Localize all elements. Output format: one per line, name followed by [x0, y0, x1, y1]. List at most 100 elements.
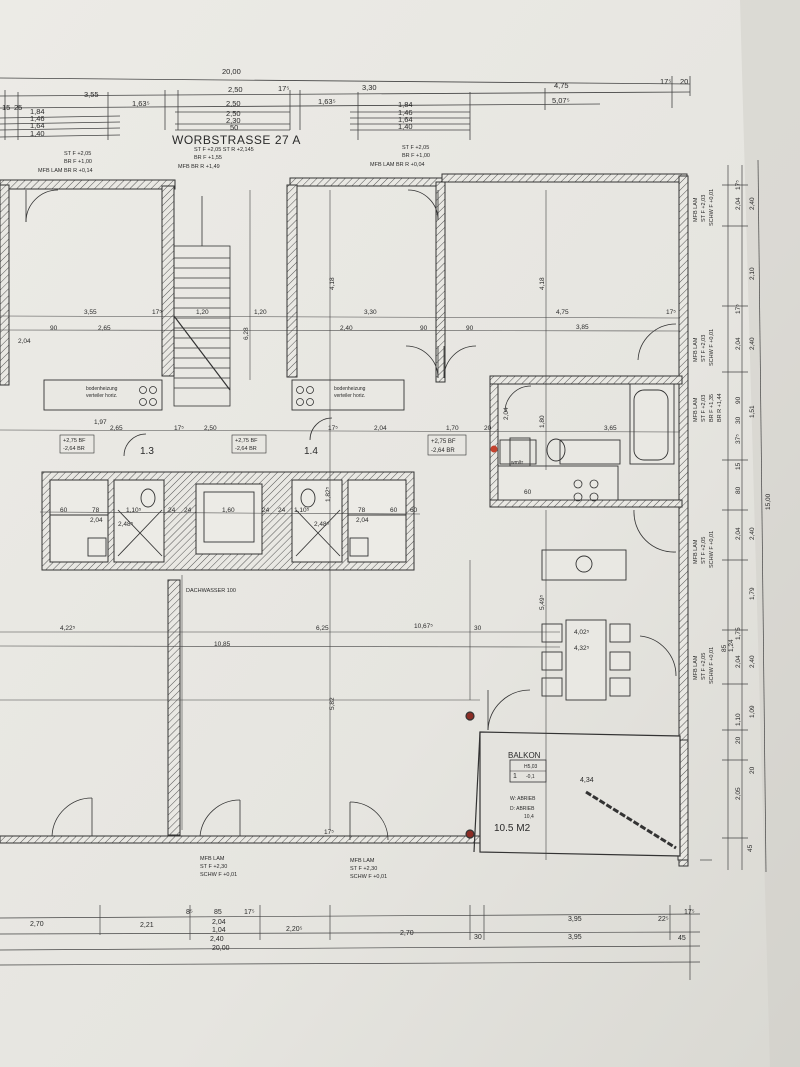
idim-24: 3,65 — [604, 425, 617, 432]
spec-r1-2: ST F +2,03 — [701, 195, 707, 222]
bdim-15: 45 — [678, 935, 686, 942]
spec-r3-1: MFB LAM — [693, 397, 699, 422]
idim-40: 2,04 — [356, 517, 369, 524]
dim-top-10: 1,63⁵ — [132, 99, 150, 108]
rdim-21: 1,10 — [735, 713, 742, 726]
spec-top-left-2: BR F +1,00 — [64, 159, 92, 165]
idim-10: 2,04 — [18, 338, 31, 345]
rdim-7: 1,51 — [749, 405, 756, 418]
label-heat1-a: bodenheizung — [86, 386, 118, 392]
bottom-dimension-lines — [0, 905, 701, 980]
idim-39: 60 — [410, 507, 418, 514]
label-heat1-b: verteiler horiz. — [86, 393, 117, 399]
wall-bath-left — [489, 383, 499, 505]
dim-top-12: 1,63⁵ — [318, 97, 336, 106]
idim-50: 5,49⁵ — [539, 594, 546, 610]
rdim-16: 2,04 — [735, 655, 742, 668]
idim-37: 1,10⁵ — [294, 507, 310, 514]
idim-20: 1,70 — [446, 425, 459, 432]
rdim-3: 2,10 — [749, 267, 756, 280]
idim-22: 2,04 — [503, 407, 510, 420]
idim-26: 17⁵ — [328, 425, 338, 432]
furniture — [541, 549, 631, 701]
spec-b1-3: SCHW F +0,01 — [200, 872, 237, 878]
rdim-13: 2,04 — [735, 527, 742, 540]
wall-left-room — [0, 184, 10, 386]
idim-47: 6,25 — [316, 625, 329, 632]
balcony-legend-h: 10,4 — [524, 814, 534, 820]
label-dachwasser: DACHWASSER 100 — [186, 588, 236, 594]
spec-r5-3: SCHW F +0,01 — [709, 647, 715, 684]
idim-52: 17⁵ — [666, 309, 676, 316]
dim-top-13: 5,07⁵ — [552, 96, 570, 105]
wall-stair-right — [286, 184, 298, 378]
rdim-24: 20 — [749, 766, 756, 774]
balcony-label: BALKON — [508, 751, 541, 760]
idim-19: 6,28 — [243, 327, 250, 340]
balcony-legend-w: W: ABRIEB — [510, 796, 536, 802]
idim-8: 90 — [50, 325, 58, 332]
wall-stair-left — [161, 185, 175, 377]
wall-right — [678, 175, 689, 867]
wall-top-mid — [289, 177, 443, 187]
spec-top-mid-2: BR F +1,55 — [194, 155, 222, 161]
staircase — [173, 196, 231, 407]
right-dim-labels: 17⁵ 2,04 2,40 2,10 17⁵ 2,04 2,40 1,51 90… — [721, 180, 772, 852]
balcony-legend-top: H5,03 — [524, 764, 538, 770]
spec-r3-2: ST F +2,03 — [701, 395, 707, 422]
dim-top-11: 2,50 — [226, 99, 241, 108]
level-box-1 — [59, 434, 95, 454]
spec-top-right-3: MFB LAM BR R +0,04 — [370, 162, 425, 168]
rdim-10: 37⁵ — [735, 434, 742, 444]
label-stair: 1.3 — [140, 446, 154, 457]
idim-31: 1,10⁵ — [126, 507, 142, 514]
idim-41: 2,48⁵ — [118, 521, 134, 528]
idim-35: 24 — [262, 507, 270, 514]
spec-top-right-2: BR F +1,00 — [402, 153, 430, 159]
rdim-11: 15 — [735, 462, 742, 470]
window-specs: ST F +2,05 BR F +1,00 MFB LAM BR R +0,14… — [38, 145, 430, 174]
bdim-8: 22⁵ — [658, 916, 669, 923]
spec-top-mid-1: ST F +2,05 ST R +2,145 — [194, 147, 254, 153]
spec-r2-2: ST F +2,03 — [701, 335, 707, 362]
dim-overall-top: 20,00 — [222, 67, 241, 76]
wall-top-right — [441, 173, 688, 183]
balcony — [465, 711, 681, 857]
spec-b1-2: ST F +2,30 — [200, 864, 227, 870]
dim-top-21: 1,84 — [398, 100, 413, 109]
bdim-13: 30 — [474, 934, 482, 941]
label-lobby: 1.4 — [304, 446, 318, 457]
idim-49: 5,82 — [329, 697, 336, 710]
spec-r4-2: ST F +2,05 — [701, 537, 707, 564]
dim-top-20: 50 — [230, 123, 238, 132]
rdim-14: 2,40 — [749, 527, 756, 540]
idim-0: 3,55 — [84, 309, 97, 316]
label-level2-a: +2,75 BF — [235, 438, 258, 444]
label-level3-a: +2,75 BF — [431, 439, 456, 445]
idim-4: 2,40 — [340, 325, 353, 332]
top-dimension-lines — [0, 76, 691, 140]
label-level3-b: -2,64 BR — [431, 448, 455, 454]
idim-25: 2,04 — [374, 425, 387, 432]
idim-34: 1,60 — [222, 507, 235, 514]
interior-dim-labels: 3,55 3,30 4,75 2,65 2,40 90 90 3,85 90 1… — [18, 277, 676, 836]
idim-33: 24 — [184, 507, 192, 514]
spec-r4-1: MFB LAM — [693, 539, 699, 564]
rdim-22: 1,09 — [749, 705, 756, 718]
spec-r1-1: MFB LAM — [693, 197, 699, 222]
idim-17: 4,18 — [329, 277, 336, 290]
dim-top-4: 3,30 — [362, 83, 377, 92]
idim-2: 4,75 — [556, 309, 569, 316]
rdim-19: 1,24 — [728, 639, 735, 652]
dim-top-8: 15 — [2, 103, 10, 112]
spec-r4-3: SCHW F +0,01 — [709, 531, 715, 568]
wall-bath-top — [489, 375, 683, 385]
idim-46: 10,85 — [214, 641, 231, 648]
bdim-overall: 20,00 — [212, 945, 230, 952]
dim-top-1: 3,55 — [84, 90, 99, 99]
label-table-a: 4,02⁵ — [574, 629, 590, 636]
idim-14: 1,97 — [94, 419, 107, 426]
idim-3: 2,65 — [98, 325, 111, 332]
